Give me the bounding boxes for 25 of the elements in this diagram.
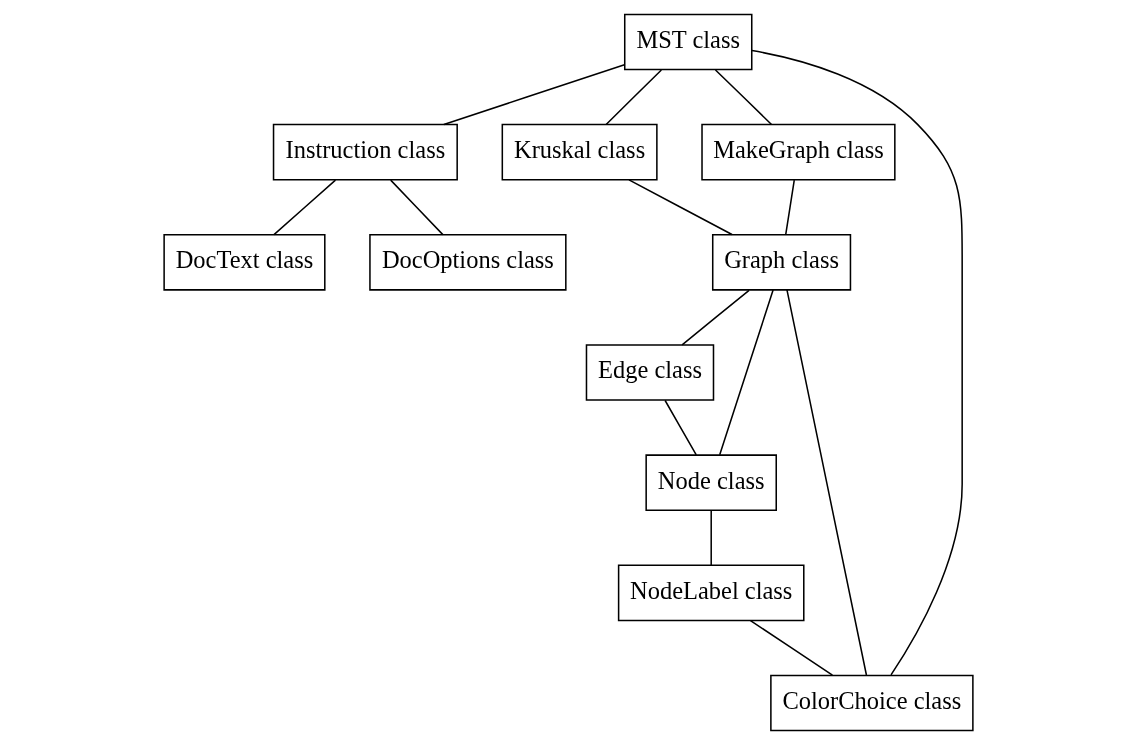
node-box: ColorChoice class bbox=[770, 674, 974, 732]
node-box: MakeGraph class bbox=[701, 123, 896, 181]
connector bbox=[389, 179, 444, 236]
node-box: Kruskal class bbox=[501, 123, 658, 181]
node-box: Instruction class bbox=[272, 123, 458, 181]
connector bbox=[751, 49, 963, 676]
connector bbox=[628, 179, 733, 236]
connector bbox=[718, 289, 774, 456]
connector bbox=[786, 289, 868, 676]
connector bbox=[784, 179, 796, 236]
node-box: Graph class bbox=[711, 234, 852, 291]
connector bbox=[664, 399, 697, 456]
node-box: Edge class bbox=[585, 344, 715, 401]
node-box: NodeLabel class bbox=[617, 564, 805, 622]
node-box: Node class bbox=[645, 454, 777, 511]
connector bbox=[749, 619, 834, 676]
connector bbox=[714, 69, 773, 126]
node-box: DocOptions class bbox=[369, 234, 567, 291]
node-box: MST class bbox=[623, 13, 753, 71]
connector bbox=[443, 63, 626, 126]
connector bbox=[273, 179, 337, 236]
node-box: DocText class bbox=[163, 234, 326, 291]
connector bbox=[710, 509, 712, 566]
connector bbox=[605, 69, 663, 126]
connector bbox=[681, 289, 750, 346]
